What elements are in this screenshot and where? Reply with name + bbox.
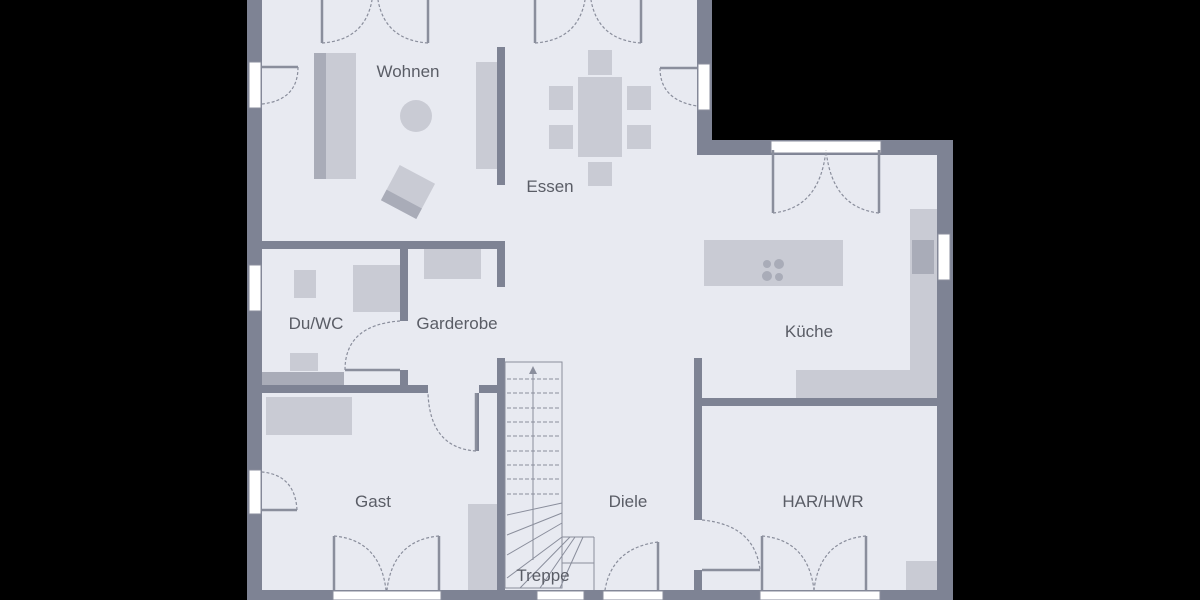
window-kitchen-right — [937, 233, 951, 281]
label-gast: Gast — [355, 492, 391, 511]
chair — [549, 125, 573, 149]
label-har-hwr: HAR/HWR — [782, 492, 863, 511]
arrow-up-icon — [529, 366, 537, 374]
label-wohnen: Wohnen — [376, 62, 439, 81]
label-essen: Essen — [526, 177, 573, 196]
bed — [266, 397, 352, 435]
sideboard — [476, 62, 497, 169]
window-kitchen-top — [770, 140, 882, 154]
label-du-wc: Du/WC — [289, 314, 344, 333]
window-gast-bottom — [332, 590, 442, 600]
wardrobe — [424, 249, 481, 279]
cooktop-icon — [762, 259, 784, 281]
kitchen-counter-bottom — [796, 370, 910, 398]
dining-table — [578, 77, 622, 157]
appliance — [906, 561, 937, 590]
wall-kitchen-bottom — [702, 398, 937, 406]
room-labels: Wohnen Essen Du/WC Garderobe Küche Gast … — [289, 62, 864, 585]
window-duwc — [248, 264, 262, 312]
label-garderobe: Garderobe — [416, 314, 497, 333]
wall-stair — [497, 358, 505, 590]
vanity — [262, 372, 344, 385]
sink — [912, 240, 934, 274]
chair — [627, 125, 651, 149]
window-har — [759, 590, 881, 600]
window-diele — [602, 590, 664, 600]
interior-walls — [262, 47, 937, 590]
toilet — [294, 270, 316, 298]
doors — [261, 0, 881, 591]
kitchen-counter-right — [910, 209, 937, 398]
chair — [627, 86, 651, 110]
wall-garderobe-right — [497, 241, 505, 287]
armchair — [380, 164, 436, 220]
chair — [588, 162, 612, 186]
shower — [353, 265, 400, 312]
wall-bottom — [247, 590, 953, 600]
wall-gast-door-jamb — [476, 393, 479, 451]
wall-diele-right-lower — [694, 570, 702, 590]
window-gast — [248, 469, 262, 515]
wall-duwc-right-lower — [400, 370, 408, 385]
wall-right — [937, 140, 953, 600]
label-kueche: Küche — [785, 322, 833, 341]
furniture — [262, 50, 937, 590]
wall-gast-top-right — [479, 385, 505, 393]
chair — [549, 86, 573, 110]
wall-duwc-right — [400, 249, 408, 321]
washbasin — [290, 353, 318, 371]
wall-duwc-bottom — [262, 385, 428, 393]
windows — [248, 61, 951, 600]
chair — [588, 50, 612, 75]
floor-area — [262, 0, 937, 590]
kitchen-island — [704, 240, 843, 286]
shelf — [468, 504, 497, 590]
window-essen-right — [697, 63, 711, 111]
wall-diele-right — [694, 358, 702, 520]
coffee-table — [400, 100, 432, 132]
wall-wohnen-bottom — [262, 241, 505, 249]
window-treppe — [536, 590, 585, 600]
window-wohnen-left — [248, 61, 262, 109]
wall-wohnen-essen — [497, 47, 505, 185]
label-treppe: Treppe — [516, 566, 569, 585]
label-diele: Diele — [609, 492, 648, 511]
staircase — [504, 361, 595, 590]
